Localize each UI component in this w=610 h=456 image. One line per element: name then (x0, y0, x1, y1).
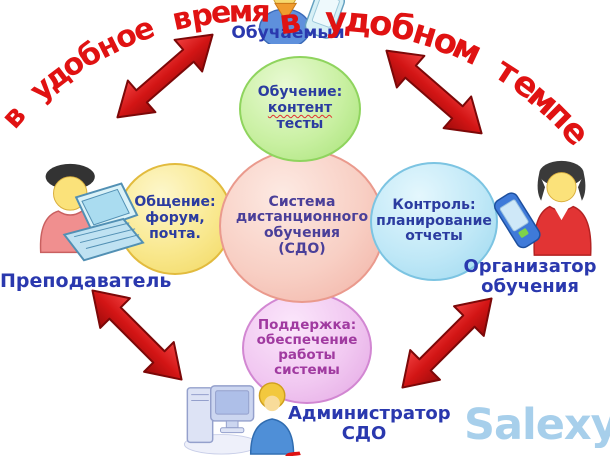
person-with-laptop-icon (18, 158, 148, 276)
node-text-line: отчеты (405, 228, 463, 245)
computer-and-person-icon (176, 380, 301, 456)
actor-label-line: Организатор (463, 256, 597, 277)
node-text-line: форум, (145, 210, 205, 227)
double-arrow-top-left (101, 16, 229, 136)
node-text-line: работы (278, 347, 336, 363)
actor-label-admin: Администратор СДО (288, 403, 451, 445)
node-text-line: Обучение: (257, 84, 343, 101)
node-text-line: (СДО) (278, 240, 326, 257)
person-with-phone-icon (482, 158, 607, 260)
actor-label-organizer: Организатор обучения (462, 256, 598, 298)
node-education: Обучение: контент тесты (239, 56, 361, 162)
node-text-line: Общение: (134, 194, 216, 211)
node-text-line: почта. (149, 225, 201, 242)
actor-label-line: Администратор (288, 403, 451, 424)
node-text-line: тесты (276, 115, 324, 132)
person-with-tablet-icon (256, 0, 351, 44)
double-arrow-bottom-right (385, 281, 509, 405)
node-sdo-center: Система дистанционного обучения (СДО) (219, 149, 385, 303)
actor-label-student: Обучаемый (231, 23, 345, 43)
node-communication: Общение: форум, почта. (117, 163, 233, 275)
node-text-line: Контроль: (392, 196, 476, 213)
actor-label-line: обучения (481, 276, 579, 298)
node-text-line: Поддержка: (257, 316, 357, 333)
node-text-line: планирование (376, 212, 492, 229)
node-control: Контроль: планирование отчеты (370, 162, 498, 281)
node-text-line-misspelled: контент (267, 100, 333, 117)
watermark-logo: Salexy (464, 400, 610, 450)
node-text-line: дистанционного (235, 209, 369, 226)
node-text-line: системы (274, 362, 340, 379)
node-text-line: Система (268, 193, 336, 210)
double-arrow-bottom-left (75, 273, 199, 397)
node-text-line: обеспечение (256, 331, 358, 348)
double-arrow-top-right (370, 32, 498, 152)
actor-label-line: СДО (341, 423, 387, 445)
node-text-line: обучения (263, 225, 341, 241)
actor-label-teacher: Преподаватель (0, 270, 172, 292)
